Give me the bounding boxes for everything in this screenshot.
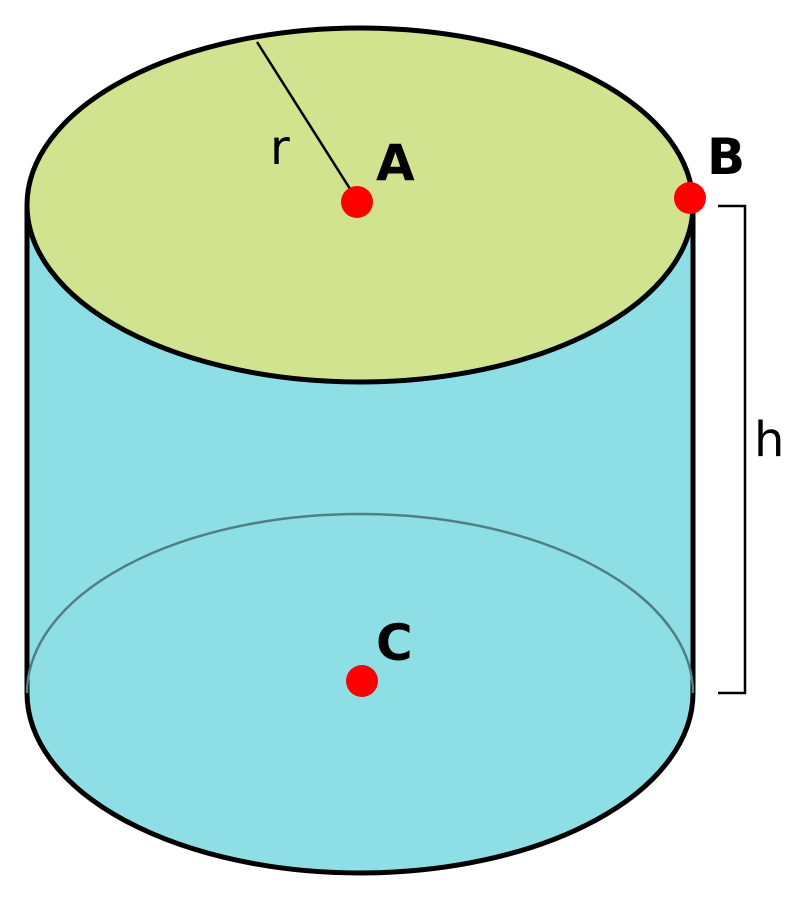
point-b-label: B [707, 128, 745, 186]
height-bracket [718, 204, 747, 695]
point-b-marker [674, 182, 706, 214]
point-c-label: C [376, 614, 413, 672]
point-a-marker [341, 186, 373, 218]
point-a-label: A [376, 134, 415, 192]
bottom-back-edge [25, 512, 695, 694]
point-c-marker [346, 665, 378, 697]
radius-line [255, 41, 354, 193]
height-label: h [754, 412, 784, 468]
radius-label: r [270, 120, 290, 176]
cylinder-side [24, 204, 696, 876]
